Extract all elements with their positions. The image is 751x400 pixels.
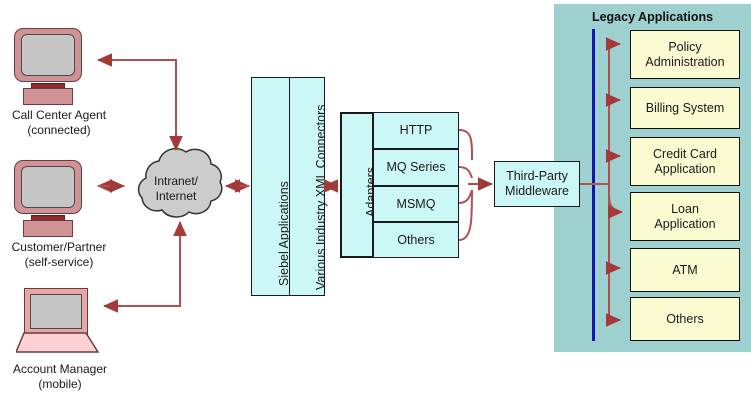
connector-http: [458, 129, 473, 161]
xml-connectors-label: Various Industry XML Connectors: [314, 104, 328, 291]
call-center-agent-label: Call Center Agent (connected): [11, 108, 107, 137]
laptop-icon: [16, 288, 102, 356]
legacy-app-box[interactable]: ATM: [630, 248, 740, 292]
legacy-app-box[interactable]: Credit Card Application: [630, 137, 740, 186]
legacy-app-box[interactable]: Others: [630, 297, 740, 341]
account-manager-label: Account Manager (mobile): [12, 362, 108, 391]
legacy-app-box[interactable]: Loan Application: [630, 192, 740, 241]
connector-others: [458, 189, 473, 241]
third-party-middleware-box[interactable]: Third-Party Middleware: [494, 161, 580, 207]
protocol-box-mq-series[interactable]: MQ Series: [373, 149, 459, 186]
adapters-box[interactable]: Adapters: [340, 112, 378, 258]
siebel-applications-box[interactable]: Siebel Applications: [251, 77, 291, 296]
desktop-monitor-icon: [14, 28, 86, 105]
protocol-box-others[interactable]: Others: [373, 222, 459, 258]
legacy-applications-title: Legacy Applications: [591, 10, 714, 24]
connector-mq: [458, 166, 473, 179]
network-cloud-label: Intranet/ Internet: [153, 174, 199, 203]
connector-msmq: [458, 189, 473, 204]
protocol-box-http[interactable]: HTTP: [373, 112, 459, 149]
desktop-monitor-icon: [14, 160, 86, 237]
customer-partner-label: Customer/Partner (self-service): [11, 240, 107, 269]
legacy-backbone-bar: [592, 29, 595, 341]
legacy-app-box[interactable]: Billing System: [630, 87, 740, 129]
legacy-app-box[interactable]: Policy Administration: [630, 30, 740, 79]
protocol-box-msmq[interactable]: MSMQ: [373, 186, 459, 222]
xml-connectors-box[interactable]: Various Industry XML Connectors: [289, 77, 328, 296]
